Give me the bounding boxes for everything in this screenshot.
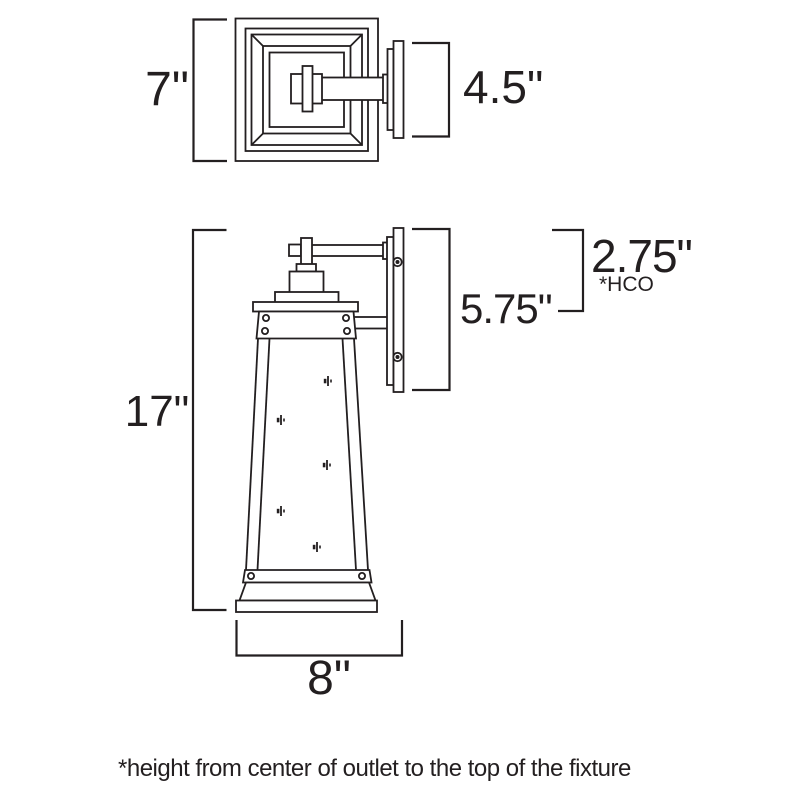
rivet-band-br	[342, 326, 351, 335]
side-mount-arm	[310, 244, 385, 257]
dim-label-base-8: 8"	[307, 652, 351, 705]
dim-label-hco-2-75: 2.75"	[591, 230, 692, 282]
dim-label-width-7: 7"	[145, 63, 189, 116]
side-arm-block	[288, 243, 302, 257]
seed-mark-2	[276, 415, 285, 425]
fixture-side-view	[235, 227, 405, 613]
hco-footnote: *height from center of outlet to the top…	[118, 755, 631, 782]
dim-label-hco-note: *HCO	[599, 273, 654, 296]
rivet-bottom-right	[357, 572, 366, 581]
side-cap-mid	[274, 291, 340, 304]
dim-bracket-height-17	[191, 228, 227, 612]
top-corner-bevel-bl	[250, 132, 264, 146]
side-cap-small	[288, 270, 325, 294]
rivet-bottom-left	[246, 572, 255, 581]
side-backplate	[392, 227, 405, 393]
dim-bracket-hco-2-75	[552, 228, 585, 313]
mounting-screw-bottom	[392, 351, 403, 363]
dim-label-backplate-5-75: 5.75"	[460, 285, 552, 332]
side-backplate-flange	[386, 236, 395, 386]
seed-mark-3	[322, 460, 331, 470]
cone-right-outer-edge	[353, 338, 369, 571]
rivet-band-tl	[261, 313, 270, 322]
top-corner-bevel-br	[349, 132, 363, 146]
rivet-band-tr	[341, 313, 350, 322]
seed-mark-5	[312, 542, 321, 552]
side-support-bar	[352, 316, 391, 330]
side-base-skirt	[238, 581, 377, 602]
fixture-top-view	[234, 17, 405, 162]
dim-bracket-width-7	[192, 18, 227, 163]
side-rivet-band	[255, 310, 357, 340]
seed-mark-1	[323, 376, 332, 386]
top-view-dimensions: 7" 4.5"	[145, 18, 543, 163]
side-arm-cross-bar	[300, 237, 313, 266]
cone-left-outer-edge	[245, 338, 259, 571]
seed-mark-4	[276, 506, 285, 516]
side-base-plate	[235, 599, 378, 613]
side-view-dimensions: 17" 5.75" 2.75" *HCO 8"	[125, 227, 693, 705]
top-wall-plate	[392, 40, 405, 139]
cone-left-inner-edge	[256, 338, 271, 571]
dim-bracket-projection-4-5	[412, 41, 451, 138]
top-arm-cross-bar	[301, 65, 314, 113]
dim-label-projection-4-5: 4.5"	[463, 61, 543, 113]
cone-right-inner-edge	[341, 338, 357, 571]
side-bottom-band	[241, 569, 373, 584]
dim-bracket-base-8	[235, 620, 404, 657]
rivet-band-bl	[260, 326, 269, 335]
side-stem-collar	[295, 263, 317, 273]
mounting-screw-top	[392, 256, 403, 268]
dim-bracket-backplate-5-75	[412, 227, 451, 392]
dim-label-height-17: 17"	[125, 387, 190, 436]
side-top-plate	[252, 301, 359, 313]
top-corner-bevel-tl	[250, 33, 264, 47]
top-corner-bevel-tr	[349, 33, 363, 47]
